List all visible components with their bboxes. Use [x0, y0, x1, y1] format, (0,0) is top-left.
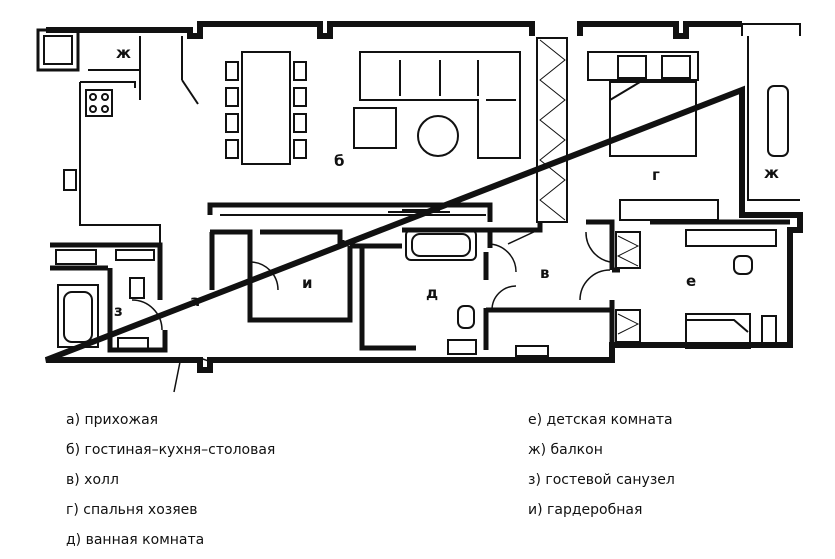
sink [63, 169, 77, 191]
room-label-i: и [302, 274, 313, 292]
room-label-d: д [426, 284, 438, 302]
room-label-v: в [540, 264, 550, 282]
bathtub [405, 229, 477, 261]
legend-item: е) детская комната [528, 412, 673, 428]
kids-desk [685, 229, 777, 247]
room-label-b: б [334, 152, 344, 170]
room-label-zh-left: ж [116, 44, 131, 62]
kids-chair [733, 255, 753, 275]
door-swings [131, 229, 611, 393]
room-label-e: е [686, 272, 696, 290]
guest-toilet [129, 277, 145, 299]
legend-left: а) прихожая б) гостиная–кухня–столовая в… [66, 412, 366, 552]
kids-wardrobe-top [615, 231, 641, 269]
wardrobe [536, 37, 568, 223]
room-label-a: а [190, 292, 200, 310]
guest-sink [117, 337, 149, 351]
toilet [457, 305, 475, 329]
legend-item: г) спальня хозяев [66, 502, 198, 518]
armchair [353, 107, 397, 149]
sofa [359, 51, 521, 159]
outer-wall [44, 21, 803, 373]
legend-item: ж) балкон [528, 442, 603, 458]
room-label-zh-right: ж [764, 164, 779, 182]
coffee-table [417, 115, 459, 157]
balcony-left [36, 28, 80, 72]
floor-plan: а б в г д е ж ж з и [36, 21, 803, 393]
legend-item: в) холл [66, 472, 119, 488]
guest-bathtub [57, 284, 99, 348]
legend-right: е) детская комната ж) балкон з) гостевой… [528, 412, 828, 532]
dining-table [241, 51, 291, 165]
kids-bed [685, 313, 751, 349]
room-label-z: з [114, 302, 123, 320]
dresser [619, 199, 719, 221]
room-label-g: г [652, 166, 660, 184]
interior-walls [207, 202, 790, 351]
legend-item: б) гостиная–кухня–столовая [66, 442, 276, 458]
bath-right [767, 85, 789, 157]
kids-wardrobe-bottom [615, 309, 641, 343]
legend-item: з) гостевой санузел [528, 472, 675, 488]
legend-item: а) прихожая [66, 412, 159, 428]
legend-item: д) ванная комната [66, 532, 205, 548]
dining-chairs [225, 61, 307, 159]
legend-item: и) гардеробная [528, 502, 643, 518]
stove [85, 89, 113, 117]
kitchen-counter [79, 81, 161, 245]
